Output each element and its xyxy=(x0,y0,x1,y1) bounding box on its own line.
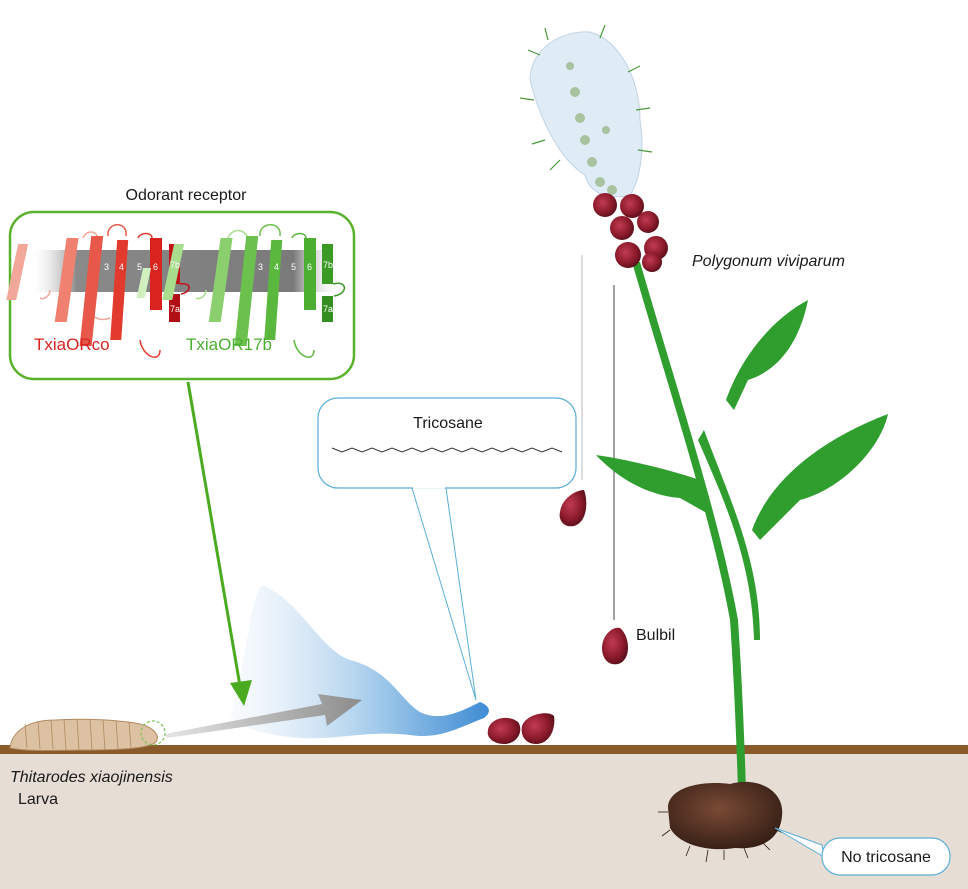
orco-helix-2 xyxy=(6,244,29,300)
tricosane-label: Tricosane xyxy=(413,415,483,432)
attraction-arrow xyxy=(165,694,362,738)
antenna-highlight xyxy=(140,720,166,746)
bulbil-label: Bulbil xyxy=(636,627,675,644)
no-tricosane-bubble: No tricosane xyxy=(774,827,951,876)
receptor-box-title: Odorant receptor xyxy=(126,187,248,204)
flower-spike xyxy=(529,31,643,198)
or17b-helix-4-label: 4 xyxy=(274,262,279,272)
falling-bulbil-2 xyxy=(602,627,628,665)
or17b-helix-3-label: 3 xyxy=(258,262,263,272)
or17b-helix-6-label: 6 xyxy=(307,262,312,272)
leaf-1 xyxy=(726,300,808,410)
or17b-helix-3 xyxy=(208,238,233,322)
or17b-helix-4 xyxy=(234,236,259,346)
falling-bulbil-1 xyxy=(559,490,587,527)
or17b-helix-2 xyxy=(162,244,185,300)
or17b-helix-5-label: 5 xyxy=(291,262,296,272)
receptor-arrow xyxy=(186,381,252,706)
plant-stem xyxy=(632,262,746,790)
membrane xyxy=(30,250,340,292)
or17b-helix-1 xyxy=(136,268,152,298)
orco-helix-7a xyxy=(169,294,180,322)
orco-helix-3 xyxy=(54,238,79,322)
tricosane-molecule xyxy=(331,447,563,453)
plant-name-label: Polygonum viviparum xyxy=(692,253,845,270)
receptor-box: 3 4 5 6 7b 7a 3 4 5 6 7b 7a TxiaORco Txi… xyxy=(6,210,356,381)
orco-label: TxiaORco xyxy=(34,335,110,354)
orco-helix-5-label: 5 xyxy=(137,262,142,272)
orco-helix-4-label: 4 xyxy=(119,262,124,272)
tricosane-bubble: Tricosane xyxy=(317,397,577,701)
leaf-3 xyxy=(752,414,888,540)
plant xyxy=(519,24,888,790)
or17b-label: TxiaOR17b xyxy=(186,335,272,354)
or17b-helix-7b xyxy=(322,244,333,284)
orco-receptor xyxy=(6,224,190,358)
ground-line xyxy=(0,745,968,754)
or17b-helix-6 xyxy=(304,238,316,310)
or17b-helix-5 xyxy=(264,240,283,340)
larva-species-label: Thitarodes xiaojinensis xyxy=(10,769,173,786)
larva-stage-label: Larva xyxy=(18,791,58,808)
orco-helix-7b-label: 7b xyxy=(170,260,180,270)
or17b-helix-7a-label: 7a xyxy=(323,304,333,314)
no-tricosane-label: No tricosane xyxy=(841,849,931,866)
ground-bulbils xyxy=(487,713,555,744)
larva xyxy=(9,718,166,751)
odor-plume xyxy=(230,585,489,739)
or17b-receptor xyxy=(136,224,346,358)
or17b-helix-7a xyxy=(322,296,333,322)
orco-helix-5 xyxy=(110,240,129,340)
stem-bulbils xyxy=(593,193,668,272)
soil-area xyxy=(0,752,968,889)
leaf-2 xyxy=(596,455,712,516)
orco-helix-7a-label: 7a xyxy=(170,304,180,314)
or17b-helix-7b-label: 7b xyxy=(323,260,333,270)
orco-helix-6 xyxy=(150,238,162,310)
orco-helix-3-label: 3 xyxy=(104,262,109,272)
orco-helix-6-label: 6 xyxy=(153,262,158,272)
orco-helix-4 xyxy=(79,236,104,346)
